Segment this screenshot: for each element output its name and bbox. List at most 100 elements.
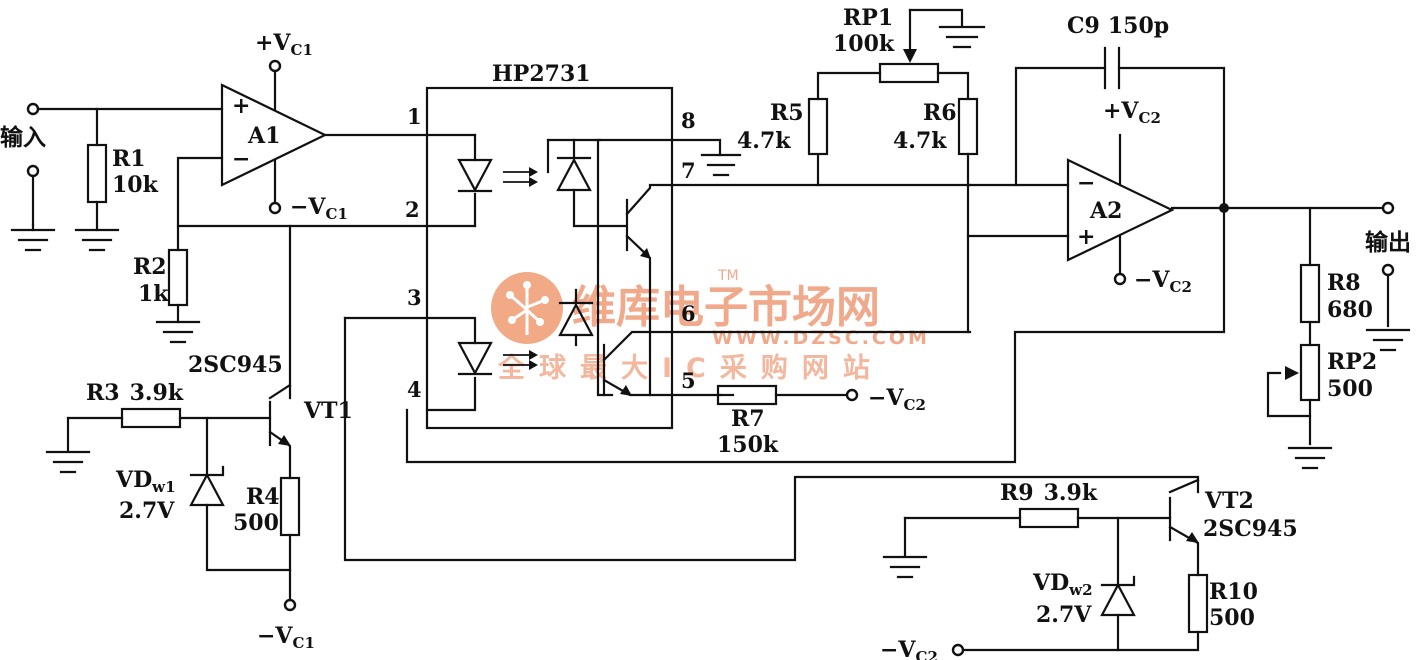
zener-vdw2-icon: [1100, 582, 1136, 617]
resistor-r5: [807, 97, 829, 156]
photodiode-upper-icon: [556, 157, 592, 192]
input-terminal-top[interactable]: [26, 102, 40, 116]
ground-symbol: [155, 320, 201, 344]
a1-vneg-terminal[interactable]: [268, 201, 282, 215]
a2-plus: +: [1077, 224, 1095, 250]
vt1-vneg-terminal[interactable]: [283, 598, 297, 612]
r1-name: R1: [112, 146, 146, 172]
watermark-logo-icon: [491, 272, 563, 344]
input-label: 输入: [0, 124, 46, 151]
resistor-r10: [1187, 573, 1209, 634]
r8-value: 680: [1327, 297, 1373, 323]
resistor-r4: [279, 476, 301, 537]
pin-1: 1: [407, 104, 422, 129]
a1-minus: −: [232, 146, 250, 172]
resistor-r3: [120, 407, 182, 429]
a1-name: A1: [247, 123, 280, 149]
resistor-r2-group: R2 1k: [133, 248, 201, 344]
r8-name: R8: [1327, 270, 1361, 296]
vt1-type: 2SC945: [188, 352, 283, 378]
ground-symbol: [938, 25, 986, 49]
a1-vneg: −VC1: [290, 194, 348, 223]
a2-name: A2: [1089, 198, 1122, 224]
vdw1-value: 2.7V: [119, 498, 175, 524]
r4-value: 500: [233, 510, 279, 536]
output-load: R8 680 RP2 500: [1266, 206, 1377, 470]
potentiometer-rp1: [878, 62, 940, 84]
zener-vdw1-icon: [189, 472, 225, 507]
pin-6: 6: [681, 301, 696, 326]
vt2-type: 2SC945: [1203, 516, 1298, 542]
a1-vpos-terminal[interactable]: [268, 59, 282, 73]
pin-8: 8: [681, 108, 696, 133]
rp1-name: RP1: [843, 5, 893, 31]
a2-minus: −: [1077, 170, 1095, 196]
vt2-vneg: −VC2: [880, 637, 938, 660]
r1-value: 10k: [112, 172, 159, 198]
watermark-tm: TM: [717, 268, 739, 284]
potentiometer-rp2: [1299, 343, 1321, 402]
opamp-a1: + − A1 +VC1 −VC1: [176, 30, 477, 252]
r10-name: R10: [1209, 579, 1258, 605]
rp2-value: 500: [1327, 376, 1373, 402]
pin-4: 4: [407, 377, 422, 402]
r2-value: 1k: [138, 281, 169, 307]
output-terminal-bottom[interactable]: [1381, 263, 1395, 277]
led-lower-icon: [457, 341, 493, 376]
pin-3: 3: [407, 285, 422, 310]
vt1-vneg: −VC1: [257, 623, 315, 652]
r2-name: R2: [133, 254, 167, 280]
r7-value: 150k: [717, 432, 779, 458]
r7-name: R7: [731, 406, 765, 432]
a2-vneg: −VC2: [1134, 267, 1192, 296]
ground-symbol: [700, 153, 742, 177]
ground-symbol: [1287, 446, 1333, 470]
watermark-slogan: 全球最大IC采购网站: [497, 352, 884, 384]
pin-5: 5: [681, 368, 696, 393]
ground-symbol: [74, 228, 120, 252]
led-upper-icon: [457, 158, 493, 193]
output-label: 输出: [1365, 229, 1411, 256]
pin-2: 2: [405, 197, 420, 222]
vt2-vneg-terminal[interactable]: [951, 643, 965, 657]
vdw2-name: VDw2: [1032, 570, 1093, 599]
r5-name: R5: [770, 100, 804, 126]
vdw2-value: 2.7V: [1036, 602, 1092, 628]
ground-symbol: [1365, 328, 1411, 352]
watermark-url: WWW.DZSC.COM: [712, 327, 930, 349]
capacitor-c9: [1103, 46, 1121, 90]
vdw1-name: VDw1: [115, 467, 176, 496]
bridge-network: RP1 100k R5 4.7k R6 4.7k: [737, 5, 1070, 334]
input-terminal-bottom[interactable]: [26, 164, 40, 178]
ground-symbol: [45, 450, 91, 474]
resistor-r9: [1018, 507, 1080, 529]
rp1-value: 100k: [833, 31, 895, 57]
pin-7: 7: [681, 158, 696, 183]
output-terminal-top[interactable]: [1381, 201, 1395, 215]
resistor-r7-group: −VC2 R7 150k: [716, 384, 926, 458]
a2-vneg-terminal[interactable]: [1113, 272, 1127, 286]
r7-vneg-terminal[interactable]: [845, 388, 859, 402]
resistor-r6: [957, 97, 979, 156]
r5-value: 4.7k: [737, 128, 791, 154]
resistor-r8: [1299, 263, 1321, 324]
resistor-r2: [167, 248, 189, 307]
resistor-r1: [86, 143, 108, 204]
r6-value: 4.7k: [893, 128, 947, 154]
optocoupler-hp2731: HP2731 1 2 3 4 5 6 7 8: [343, 61, 972, 430]
vt1-name: VT1: [303, 398, 353, 424]
vt2-name: VT2: [1204, 488, 1254, 514]
r6-name: R6: [923, 100, 957, 126]
ground-symbol: [882, 555, 928, 579]
r4-name: R4: [246, 484, 280, 510]
watermark: 维库电子市场网 TM WWW.DZSC.COM 全球最大IC采购网站: [491, 268, 930, 384]
watermark-brand: 维库电子市场网: [572, 282, 880, 333]
rp2-name: RP2: [1327, 349, 1377, 375]
